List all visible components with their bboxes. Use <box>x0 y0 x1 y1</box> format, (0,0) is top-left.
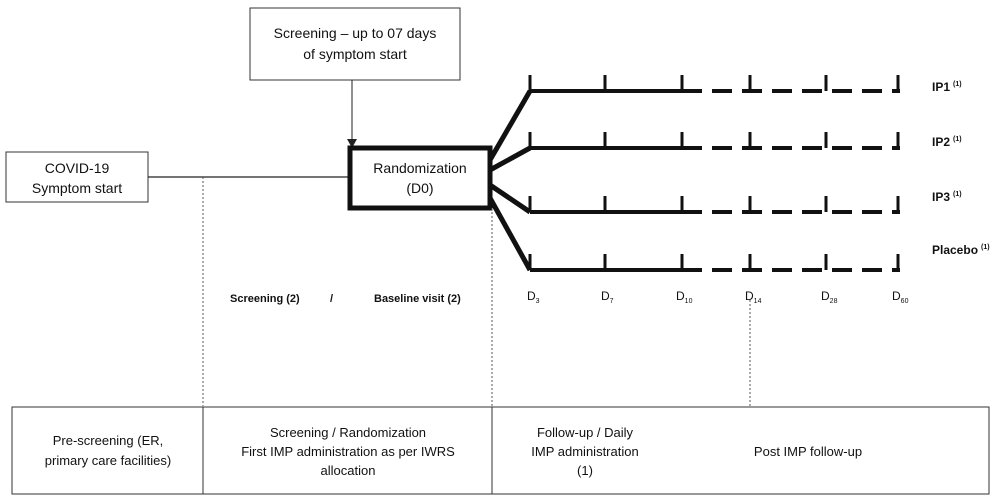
phase-label-separator: / <box>330 293 333 305</box>
branch-ip3 <box>488 182 532 215</box>
covid-box-line-1: COVID-19 <box>45 160 110 176</box>
screening-window-box: Screening – up to 07 days of symptom sta… <box>249 7 461 81</box>
arm-label-ip1: IP1(1) <box>932 80 962 94</box>
day-label-d28: D28 <box>821 289 838 305</box>
screening-arrow <box>347 80 357 148</box>
screening-window-line-2: of symptom start <box>303 46 407 62</box>
phase-label-screening: Screening (2) <box>230 293 300 305</box>
day-label-d14: D14 <box>745 289 762 305</box>
phase-table: Pre-screening (ER, primary care faciliti… <box>11 406 990 495</box>
phase-guides <box>202 177 751 406</box>
covid-box-line-2: Symptom start <box>32 180 122 196</box>
day-label-d10: D10 <box>676 289 693 305</box>
randomization-line-2: (D0) <box>406 180 433 196</box>
table-cell-followup-line-3: (1) <box>577 463 593 478</box>
covid-symptom-start-box: COVID-19 Symptom start <box>5 151 149 203</box>
arm-branches <box>487 89 533 272</box>
phase-label-baseline: Baseline visit (2) <box>374 293 461 305</box>
randomization-box: Randomization (D0) <box>347 145 493 211</box>
arm-line-ip3 <box>528 196 900 214</box>
branch-ip1 <box>487 89 533 162</box>
arm-line-ip2 <box>528 132 900 150</box>
arm-label-ip2: IP2(1) <box>932 135 962 149</box>
screening-window-line-1: Screening – up to 07 days <box>274 25 437 41</box>
day-label-d60: D60 <box>892 289 909 305</box>
branch-ip2 <box>488 145 532 173</box>
table-cell-screening-line-1: Screening / Randomization <box>270 425 426 440</box>
table-cell-followup-line-1: Follow-up / Daily <box>537 425 634 440</box>
table-cell-prescreening-line-2: primary care facilities) <box>45 453 171 468</box>
table-cell-followup-line-2: IMP administration <box>531 444 638 459</box>
arm-label-placebo: Placebo(1) <box>932 243 990 257</box>
randomization-line-1: Randomization <box>373 160 466 176</box>
day-label-d3: D3 <box>527 289 540 305</box>
arm-line-ip1 <box>528 75 900 93</box>
table-cell-prescreening-line-1: Pre-screening (ER, <box>53 433 164 448</box>
day-label-d7: D7 <box>601 289 614 305</box>
table-cell-screening-line-2: First IMP administration as per IWRS <box>241 444 455 459</box>
arm-line-placebo <box>528 254 900 272</box>
table-cell-post-imp: Post IMP follow-up <box>754 444 862 459</box>
table-cell-screening-line-3: allocation <box>321 463 376 478</box>
branch-placebo <box>487 196 533 272</box>
arm-label-ip3: IP3(1) <box>932 190 962 204</box>
